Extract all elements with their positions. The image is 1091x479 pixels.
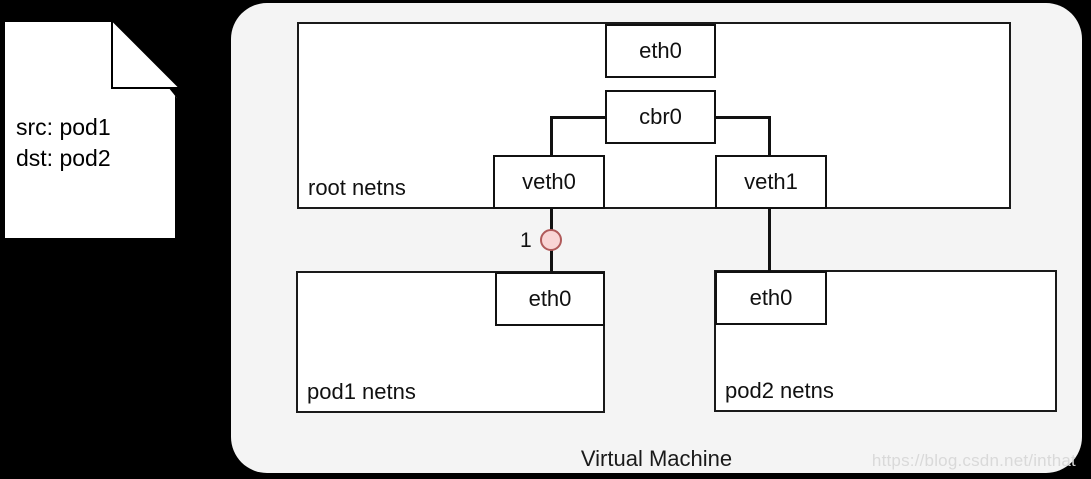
device-pod1-eth0[interactable]: eth0 <box>495 272 605 326</box>
namespace-pod1-netns-label: pod1 netns <box>307 379 416 404</box>
device-cbr0-label: cbr0 <box>639 104 682 129</box>
device-veth0-label: veth0 <box>522 169 576 194</box>
step-marker-1-label: 1 <box>520 229 532 252</box>
device-pod1-eth0-label: eth0 <box>528 286 572 311</box>
device-pod2-eth0[interactable]: eth0 <box>715 271 827 325</box>
device-veth1-label: veth1 <box>744 169 798 194</box>
step-marker-1-dot[interactable] <box>540 229 562 251</box>
packet-dst-label: dst: pod2 <box>16 145 111 171</box>
watermark-text: https://blog.csdn.net/inthat <box>871 451 1076 470</box>
packet-note: src: pod1 dst: pod2 <box>3 19 181 240</box>
wire-cbr0-to-veth0-vertical <box>550 116 553 158</box>
wire-cbr0-to-veth0-horizontal <box>550 116 605 119</box>
device-root-eth0[interactable]: eth0 <box>605 24 716 78</box>
device-veth0[interactable]: veth0 <box>493 155 605 209</box>
device-cbr0[interactable]: cbr0 <box>605 90 716 144</box>
namespace-root-netns-label: root netns <box>308 175 406 200</box>
device-veth1[interactable]: veth1 <box>715 155 827 209</box>
device-pod2-eth0-label: eth0 <box>749 285 793 310</box>
wire-cbr0-to-veth1-horizontal <box>715 116 771 119</box>
namespace-pod2-netns-label: pod2 netns <box>725 378 834 403</box>
wire-cbr0-to-veth1-vertical <box>768 116 771 158</box>
device-root-eth0-label: eth0 <box>639 38 682 63</box>
packet-src-label: src: pod1 <box>16 114 111 140</box>
wire-veth1-to-pod2-eth0 <box>768 206 771 276</box>
virtual-machine-container: root netns pod1 netns pod2 netns eth0 cb… <box>231 3 1082 473</box>
virtual-machine-label: Virtual Machine <box>580 446 733 471</box>
